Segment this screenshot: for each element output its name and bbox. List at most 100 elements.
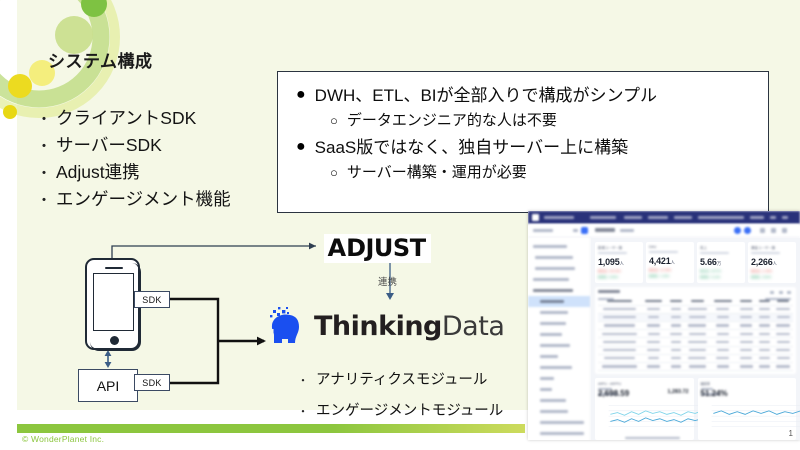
kpi-value: 1,095人 xyxy=(598,257,640,267)
phone-body xyxy=(85,258,141,351)
kpi-subline xyxy=(598,252,628,254)
list-item: ・ クライアントSDK xyxy=(32,108,297,128)
topbar-item xyxy=(624,216,642,219)
sdk-chip-client: SDK xyxy=(134,291,170,308)
hollow-bullet-icon: ○ xyxy=(330,113,338,128)
kpi-delta: 前週比 -0.84% xyxy=(751,275,772,279)
sidebar-item[interactable] xyxy=(528,406,590,417)
sidebar-item[interactable] xyxy=(528,395,590,406)
chart-value-primary: 2,698.59 xyxy=(598,389,630,399)
sidebar-item[interactable] xyxy=(528,263,590,274)
sidebar-item[interactable] xyxy=(528,417,590,428)
arpu-line-chart xyxy=(608,405,706,428)
table-row[interactable] xyxy=(598,321,793,331)
subbar-title xyxy=(595,228,615,232)
chart-value-primary: 51.24% xyxy=(700,389,728,399)
subbar-avatar[interactable] xyxy=(744,227,751,234)
smartphone-icon xyxy=(85,258,141,351)
kpi-value: 5.66万 xyxy=(700,257,742,267)
phone-home-button xyxy=(110,336,119,345)
thinkingdata-bold: Thinking xyxy=(314,310,442,342)
subbar-icon[interactable] xyxy=(782,228,787,233)
sidebar-item[interactable] xyxy=(528,285,590,296)
list-item-label: Adjust連携 xyxy=(56,162,140,183)
phone-speaker xyxy=(105,267,123,270)
callout-text: データエンジニア的な人は不要 xyxy=(346,112,557,129)
table-row[interactable] xyxy=(598,329,793,339)
bullet-icon: ・ xyxy=(36,138,52,156)
bullet-icon: ・ xyxy=(297,406,309,418)
brain-head-icon xyxy=(270,307,299,343)
kpi-delta: 前週比 -1.29% xyxy=(649,274,670,278)
table-icon[interactable] xyxy=(779,291,783,294)
kpi-delta: 前週比 -5.10% xyxy=(700,275,721,279)
subbar-item xyxy=(573,229,578,232)
sidebar-item[interactable] xyxy=(528,362,590,373)
callout-line: ● SaaS版ではなく、独自サーバー上に構築 xyxy=(296,137,628,158)
sidebar-item[interactable] xyxy=(528,241,590,252)
topbar-item xyxy=(782,216,788,219)
footer-bar xyxy=(17,424,525,433)
adjust-logo: ADJUST xyxy=(324,234,431,263)
topbar-item xyxy=(698,216,744,219)
topbar-item xyxy=(590,216,616,219)
table-row[interactable] xyxy=(598,305,793,314)
table-subtitle xyxy=(598,298,614,301)
table-row[interactable] xyxy=(598,346,793,355)
thinkingdata-logo: ThinkingData xyxy=(264,306,505,346)
sidebar-item[interactable] xyxy=(528,307,590,318)
sidebar-item[interactable] xyxy=(528,384,590,395)
chart-card-arpu: ARPU・ARPPU 2,698.59 1,283.72 xyxy=(595,378,706,440)
kpi-value: 2,266人 xyxy=(751,257,793,267)
dashboard-sidebar xyxy=(528,238,591,440)
list-item: ・ エンゲージメントモジュール xyxy=(290,399,504,420)
sidebar-item[interactable] xyxy=(528,274,590,285)
sidebar-item[interactable] xyxy=(528,252,590,263)
sidebar-item[interactable] xyxy=(528,428,590,439)
table-row[interactable] xyxy=(598,362,793,372)
list-item-label: エンゲージメントモジュール xyxy=(316,403,504,419)
dashboard-topbar xyxy=(528,211,800,224)
sidebar-item[interactable] xyxy=(528,318,590,329)
thinkingdata-wordmark: ThinkingData xyxy=(314,310,505,342)
kpi-delta: 前日比 -12.38% xyxy=(649,268,672,272)
list-item: ・ エンゲージメント機能 xyxy=(32,189,297,209)
dashboard-chart-row: ARPU・ARPPU 2,698.59 1,283.72 xyxy=(595,378,800,440)
subbar-active-chip[interactable] xyxy=(581,227,588,234)
table-icon[interactable] xyxy=(770,291,774,294)
chart-value-secondary: 1,283.72 xyxy=(667,389,689,396)
kpi-subline xyxy=(700,252,730,254)
sidebar-item[interactable] xyxy=(528,373,590,384)
dashboard-table-panel xyxy=(595,287,796,375)
subbar-icon[interactable] xyxy=(760,228,765,233)
sidebar-item-active[interactable] xyxy=(528,296,590,307)
callout-box: ● DWH、ETL、BIが全部入りで構成がシンプル ○ データエンジニア的な人は… xyxy=(277,71,769,213)
kpi-number: 2,266 xyxy=(751,257,773,267)
callout-line: ● DWH、ETL、BIが全部入りで構成がシンプル xyxy=(296,85,657,106)
subbar-icon[interactable] xyxy=(771,228,776,233)
table-row[interactable] xyxy=(598,337,793,347)
table-icon[interactable] xyxy=(787,291,791,294)
api-box: API xyxy=(78,369,138,402)
subbar-avatar[interactable] xyxy=(734,227,741,234)
kpi-number: 4,421 xyxy=(649,256,671,266)
sidebar-item[interactable] xyxy=(528,439,590,440)
kpi-unit: 万 xyxy=(716,261,722,266)
sidebar-item[interactable] xyxy=(528,351,590,362)
sidebar-item[interactable] xyxy=(528,329,590,340)
kpi-subline xyxy=(649,251,679,253)
kpi-unit: 人 xyxy=(670,260,676,265)
kpi-value: 4,421人 xyxy=(649,256,691,266)
bullet-icon: ・ xyxy=(36,111,52,128)
table-row[interactable] xyxy=(598,354,793,363)
kpi-label: 課金ユーザー数 xyxy=(751,246,776,250)
table-row[interactable] xyxy=(598,313,793,322)
sidebar-item[interactable] xyxy=(528,340,590,351)
callout-text: DWH、ETL、BIが全部入りで構成がシンプル xyxy=(314,86,658,105)
list-item-label: エンゲージメント機能 xyxy=(56,189,231,210)
hollow-bullet-icon: ○ xyxy=(330,165,338,180)
list-item: ・ Adjust連携 xyxy=(32,162,297,182)
dashboard-body: 新規ユーザー数 1,095人 前日比 +40.53% 前週比 -8.89% DA… xyxy=(528,238,800,440)
kpi-card: DAU 4,421人 前日比 -12.38% 前週比 -1.29% xyxy=(646,242,694,283)
dashboard-subbar xyxy=(528,224,800,238)
